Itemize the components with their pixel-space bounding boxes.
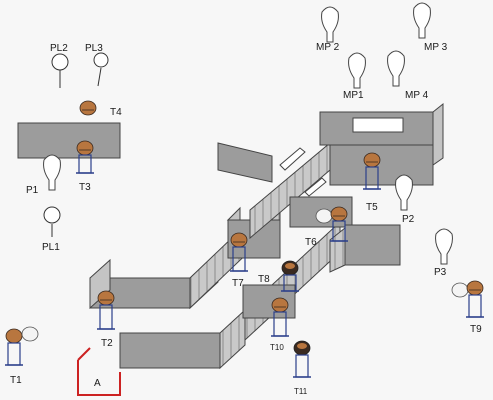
window-panel-lower (304, 177, 327, 197)
marker-labels: PL2 PL3 MP 2 MP 3 MP1 MP 4 T4 P1 T3 PL1 … (10, 42, 482, 396)
label-mp3: MP 3 (424, 42, 448, 53)
label-t1: T1 (10, 375, 22, 386)
wall-upper-slanted-panel (217, 142, 273, 183)
maze-walls (17, 102, 444, 370)
wall-lower-corridor-bottom-rail (219, 308, 246, 370)
label-mp2: MP 2 (316, 42, 340, 53)
label-t7: T7 (232, 278, 244, 289)
label-t4: T4 (110, 107, 122, 118)
label-mp4: MP 4 (405, 90, 429, 101)
helmet-t5-icon (363, 152, 381, 190)
helmet-t7-icon (230, 232, 248, 272)
wall-block-t7-side (226, 206, 241, 221)
helmet-t6-icon (315, 206, 348, 242)
bulb-mp3-icon (413, 2, 431, 39)
label-t2: T2 (101, 338, 113, 349)
label-p2: P2 (402, 214, 415, 225)
label-a: A (94, 378, 101, 389)
wall-block-t5 (329, 144, 434, 186)
label-t9: T9 (470, 324, 482, 335)
label-t5: T5 (366, 202, 378, 213)
label-p1: P1 (26, 185, 39, 196)
bulb-p1-icon (43, 154, 61, 191)
pin-pl1-icon (43, 206, 61, 224)
helmet-t3-icon (76, 140, 94, 174)
label-t10: T10 (270, 343, 284, 352)
wall-block-upper-left (17, 122, 121, 159)
helmet-markers (5, 100, 484, 378)
wall-upper-right-side (432, 102, 444, 166)
label-pl2: PL2 (50, 43, 68, 54)
wall-lower-corridor-bottom (119, 332, 221, 369)
wall-lower-left-side (89, 258, 111, 310)
helmet-t1-icon (5, 326, 39, 366)
helmet-t8-icon (281, 260, 299, 292)
helmet-t4-icon (79, 100, 97, 116)
label-p3: P3 (434, 267, 447, 278)
wall-block-right-t6 (344, 224, 401, 266)
helmet-t9-icon (451, 280, 484, 318)
label-t6: T6 (305, 237, 317, 248)
window-panel-mid (279, 147, 306, 171)
entrance-a-frame (77, 360, 121, 396)
label-t11: T11 (294, 387, 308, 396)
label-pl3: PL3 (85, 43, 103, 54)
pin-markers (43, 52, 109, 237)
bulb-markers (43, 2, 453, 265)
bulb-mp4-icon (387, 50, 405, 87)
helmet-t11-icon (293, 340, 311, 378)
label-t3: T3 (79, 182, 91, 193)
bulb-mp2-icon (321, 6, 339, 43)
entrance-a-top (77, 347, 91, 361)
bulb-p2-icon (395, 174, 413, 211)
pin-pl3-icon (93, 52, 109, 68)
label-mp1: MP1 (343, 90, 364, 101)
helmet-t2-icon (97, 290, 115, 330)
pin-pl2-icon (51, 53, 69, 71)
window-panel-upper (352, 117, 404, 133)
helmet-t10-icon (271, 297, 289, 337)
bulb-mp1-icon (348, 52, 366, 89)
wall-right-t6-side (329, 226, 346, 273)
label-pl1: PL1 (42, 242, 60, 253)
bulb-p3-icon (435, 228, 453, 265)
label-t8: T8 (258, 274, 270, 285)
